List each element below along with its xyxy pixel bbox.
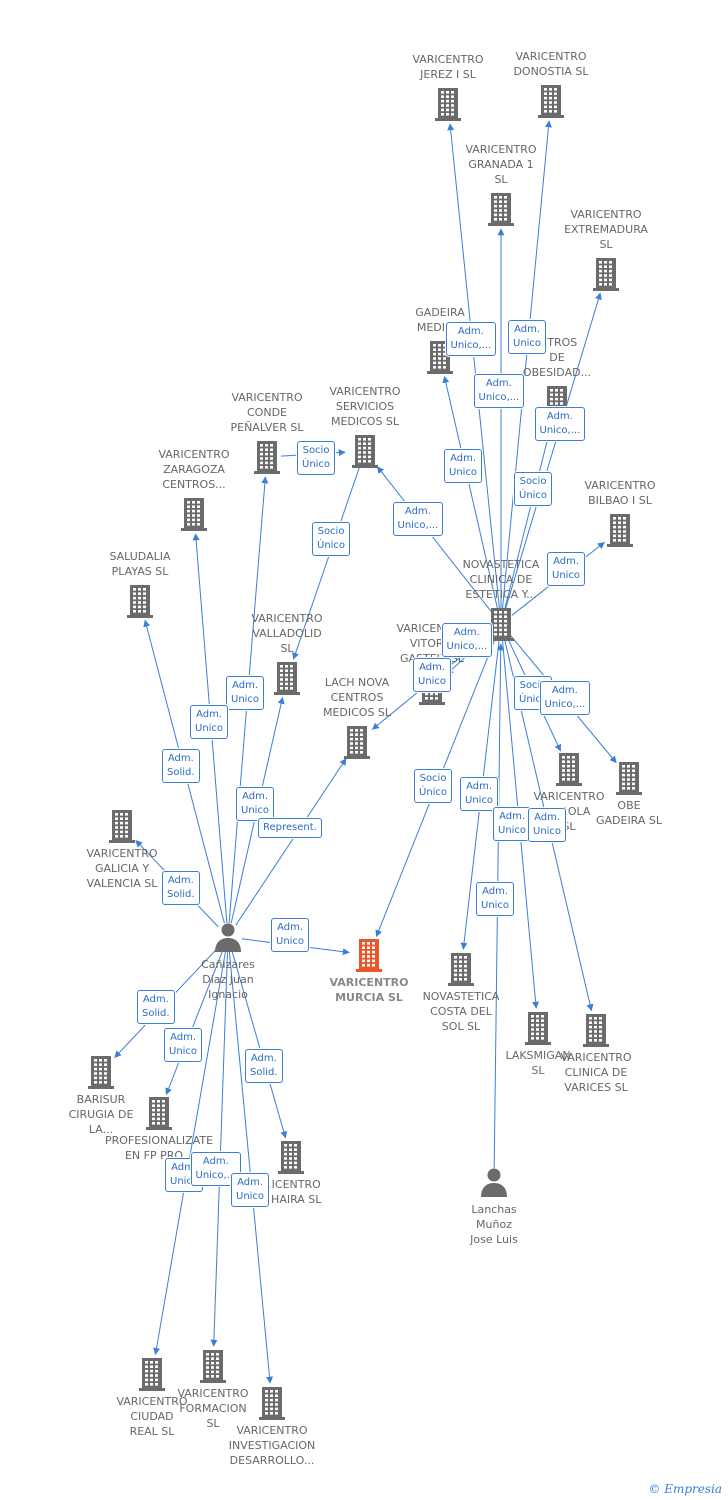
edge-novastetica-obesidad (503, 420, 554, 611)
building-icon[interactable] (344, 725, 370, 763)
edge-label[interactable]: Adm. Unico,... (445, 322, 497, 356)
edge-canizares-chaira (231, 950, 288, 1139)
node-label: VARICENTRO SERVICIOS MEDICOS SL (329, 385, 401, 428)
edge-canizares-lach (235, 758, 347, 926)
node-label: BARISUR CIRUGIA DE LA... (68, 1093, 134, 1136)
building-icon[interactable] (146, 1096, 172, 1134)
node-label: VARICENTRO CLINICA DE VARICES SL (560, 1051, 632, 1094)
edge-label[interactable]: Adm. Solid. (137, 990, 175, 1024)
edge-canizares-formacion (210, 950, 229, 1347)
edge-canizares-profesionalizate (165, 949, 224, 1096)
edge-label[interactable]: Adm. Unico (460, 777, 499, 811)
edge-label[interactable]: Adm. Unico (190, 705, 229, 739)
building-icon[interactable] (254, 440, 280, 478)
edge-label[interactable]: Adm. Unico (413, 658, 452, 692)
edge-label[interactable]: Adm. Solid. (162, 749, 200, 783)
building-icon[interactable] (488, 607, 514, 645)
edge-canizares-investigacion (228, 950, 274, 1384)
edge-novastetica-servicios (376, 466, 493, 614)
edge-label[interactable]: Adm. Unico (528, 808, 567, 842)
building-icon[interactable] (181, 497, 207, 535)
building-icon[interactable] (556, 752, 582, 790)
edge-label[interactable]: Adm. Unico (164, 1028, 203, 1062)
edge-label[interactable]: Represent. (258, 818, 322, 838)
building-icon[interactable] (259, 1386, 285, 1424)
edge-label[interactable]: Socio Único (514, 472, 553, 506)
brand-watermark: © Empresia (648, 1482, 722, 1496)
building-icon[interactable] (488, 192, 514, 230)
building-icon[interactable] (607, 513, 633, 551)
building-icon[interactable] (435, 87, 461, 125)
edge-label[interactable]: Adm. Unico (226, 676, 265, 710)
building-icon[interactable] (88, 1055, 114, 1093)
node-label: VARICENTRO GALICIA Y VALENCIA SL (86, 847, 158, 890)
node-label: VARICENTRO MURCIA SL (329, 976, 409, 1004)
building-icon[interactable] (127, 584, 153, 622)
node-label: LAKSMIGAN SL (505, 1049, 571, 1077)
node-label: SALUDALIA PLAYAS SL (109, 550, 171, 578)
node-label: OBE GADEIRA SL (595, 799, 663, 827)
edge-servicios-valladolid (292, 464, 361, 660)
node-label: NOVASTETICA CLINICA DE ESTETICA Y... (462, 558, 540, 601)
node-label: Lanchas Muñoz Jose Luis (470, 1203, 518, 1246)
node-label: VARICENTRO GRANADA 1 SL (465, 143, 537, 186)
node-label: VARICENTRO CIUDAD REAL SL (116, 1395, 188, 1438)
building-icon[interactable] (278, 1140, 304, 1178)
building-icon[interactable] (274, 661, 300, 699)
edge-label[interactable]: Adm. Unico,... (534, 407, 586, 441)
node-label: ...TROS DE OBESIDAD... (522, 336, 592, 379)
edge-novastetica-gadeira (442, 375, 499, 611)
building-icon[interactable] (593, 257, 619, 295)
node-label: Cañizares Diaz Juan Ignacio (201, 958, 255, 1001)
node-label: NOVASTETICA COSTA DEL SOL SL (422, 990, 500, 1033)
node-label: ...ICENTRO ...HAIRA SL (260, 1178, 322, 1206)
node-label: VARICENTRO FORMACION SL (177, 1387, 249, 1430)
edge-label[interactable]: Adm. Unico,... (539, 681, 591, 715)
edge-label[interactable]: Adm. Unico,... (441, 623, 493, 657)
edge-label[interactable]: Socio Único (414, 769, 453, 803)
edge-label[interactable]: Adm. Unico (493, 807, 532, 841)
node-label: VARICENTRO VALLADOLID SL (251, 612, 323, 655)
building-icon[interactable] (427, 340, 453, 378)
node-label: VARICENTRO ZARAGOZA CENTROS... (158, 448, 230, 491)
building-icon[interactable] (538, 84, 564, 122)
building-icon[interactable] (525, 1011, 551, 1049)
building-icon[interactable] (109, 809, 135, 847)
edge-label[interactable]: Adm. Unico (236, 787, 275, 821)
edge-label[interactable]: Socio Único (312, 522, 351, 556)
node-label: VARICENTRO INVESTIGACION DESARROLLO... (228, 1424, 316, 1467)
person-icon[interactable] (213, 922, 243, 956)
edge-label[interactable]: Adm. Unico (547, 552, 586, 586)
edge-label[interactable]: Adm. Unico (508, 320, 547, 354)
node-label: VARICENTRO JEREZ I SL (412, 53, 484, 81)
person-icon[interactable] (479, 1167, 509, 1201)
node-label: VARICENTRO DONOSTIA SL (513, 50, 589, 78)
edge-label[interactable]: Adm. Unico,... (190, 1152, 242, 1186)
edge-label[interactable]: Adm. Unico,... (473, 374, 525, 408)
building-icon[interactable] (200, 1349, 226, 1387)
building-icon[interactable] (352, 434, 378, 472)
edge-label[interactable]: Socio Único (297, 441, 336, 475)
edge-novastetica-extremadura (504, 292, 602, 611)
edge-label[interactable]: Adm. Unico (231, 1173, 270, 1207)
building-icon[interactable] (356, 938, 382, 976)
edge-novastetica-donostia (501, 120, 552, 611)
edge-label[interactable]: Adm. Unico,... (392, 502, 444, 536)
node-label: VARICENTRO EXTREMADURA SL (564, 208, 648, 251)
building-icon[interactable] (616, 761, 642, 799)
building-icon[interactable] (139, 1357, 165, 1395)
edge-label[interactable]: Adm. Unico (476, 882, 515, 916)
node-label: LACH NOVA CENTROS MEDICOS SL (322, 676, 392, 719)
edge-novastetica-jerez (447, 123, 501, 611)
edge-label[interactable]: Adm. Solid. (162, 871, 200, 905)
edge-label[interactable]: Adm. Unico (444, 449, 483, 483)
building-icon[interactable] (583, 1013, 609, 1051)
building-icon[interactable] (448, 952, 474, 990)
edge-label[interactable]: Adm. Unico (271, 918, 310, 952)
node-label: VARICENTRO BILBAO I SL (584, 479, 656, 507)
node-label: VARICENTRO CONDE PEÑALVER SL (230, 391, 304, 434)
edge-label[interactable]: Adm. Solid. (245, 1049, 283, 1083)
